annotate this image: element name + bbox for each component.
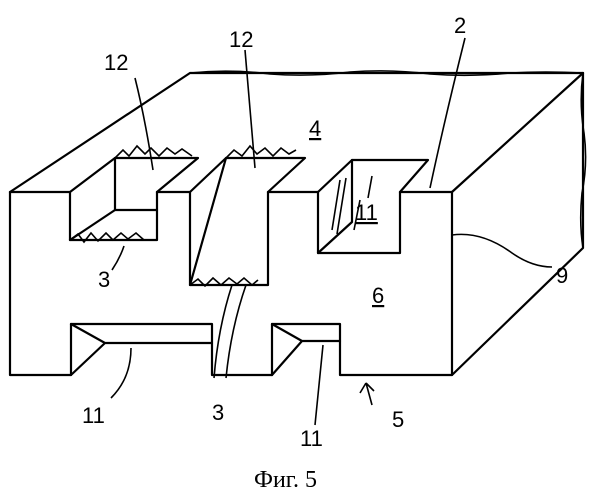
leader-11-left [111, 348, 131, 398]
top-right-edge [452, 73, 583, 192]
label-9: 9 [556, 263, 568, 288]
right-face-outline [452, 73, 583, 375]
leader-3b [214, 285, 246, 378]
slot-left-back [70, 158, 198, 192]
leader-9 [452, 234, 552, 267]
slot-left-wall [70, 210, 157, 240]
figure-caption: Фиг. 5 [254, 467, 317, 493]
label-11-top: 11 [355, 200, 378, 225]
arrow-5 [360, 383, 374, 405]
top-back-edge [10, 73, 583, 192]
slot-middle-back [190, 158, 305, 192]
label-6: 6 [372, 283, 384, 308]
break-line-left-slot-top [115, 146, 192, 158]
label-12a: 12 [104, 50, 128, 75]
notch-left-bevel [71, 324, 212, 375]
label-3-bottom: 3 [212, 400, 224, 425]
label-5: 5 [392, 407, 404, 432]
break-line-middle-top [226, 146, 296, 158]
label-3-left: 3 [98, 267, 110, 292]
leader-2 [430, 38, 465, 188]
label-11-right: 11 [300, 426, 323, 451]
label-2: 2 [454, 13, 466, 38]
label-11-left: 11 [82, 403, 105, 428]
label-4: 4 [309, 116, 321, 141]
slot-middle-diag [190, 158, 226, 285]
notch-right-bevel [272, 324, 340, 375]
slot-right-back [318, 160, 428, 192]
leader-11-right [315, 345, 323, 425]
label-12b: 12 [229, 27, 253, 52]
front-face-outline [10, 192, 452, 375]
leader-12a [135, 78, 153, 170]
leader-3a [112, 246, 124, 270]
